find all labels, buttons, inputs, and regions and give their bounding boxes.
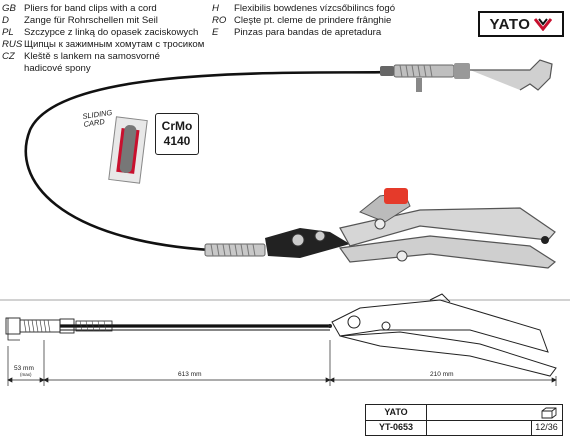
dimension-53mm: 53 mm [14, 365, 34, 372]
title-block: YATO YT-0653 12/36 [365, 404, 563, 436]
cable [24, 70, 393, 252]
yato-logo: YATO [478, 11, 564, 37]
pliers-photo [265, 188, 557, 269]
drawing-clamp-end [5, 317, 113, 341]
drawing-pliers [328, 293, 557, 377]
package-box-icon [541, 407, 557, 419]
title-block-code: YT-0653 [366, 420, 427, 435]
material-badge: CrMo 4140 [155, 113, 199, 155]
description-cz-cont: hadicové spony [24, 63, 91, 74]
dimension-210mm: 210 mm [430, 371, 454, 378]
dimension-53mm-note: (max) [20, 372, 32, 377]
title-block-brand: YATO [366, 405, 427, 421]
title-block-quantity: 12/36 [535, 422, 558, 432]
cable-end-clamp [380, 59, 553, 92]
dimension-lines [7, 340, 557, 386]
cable-spring [204, 243, 266, 257]
drawing-cable [60, 324, 330, 331]
dimension-613mm: 613 mm [178, 371, 202, 378]
yato-emblem-icon [534, 18, 553, 31]
